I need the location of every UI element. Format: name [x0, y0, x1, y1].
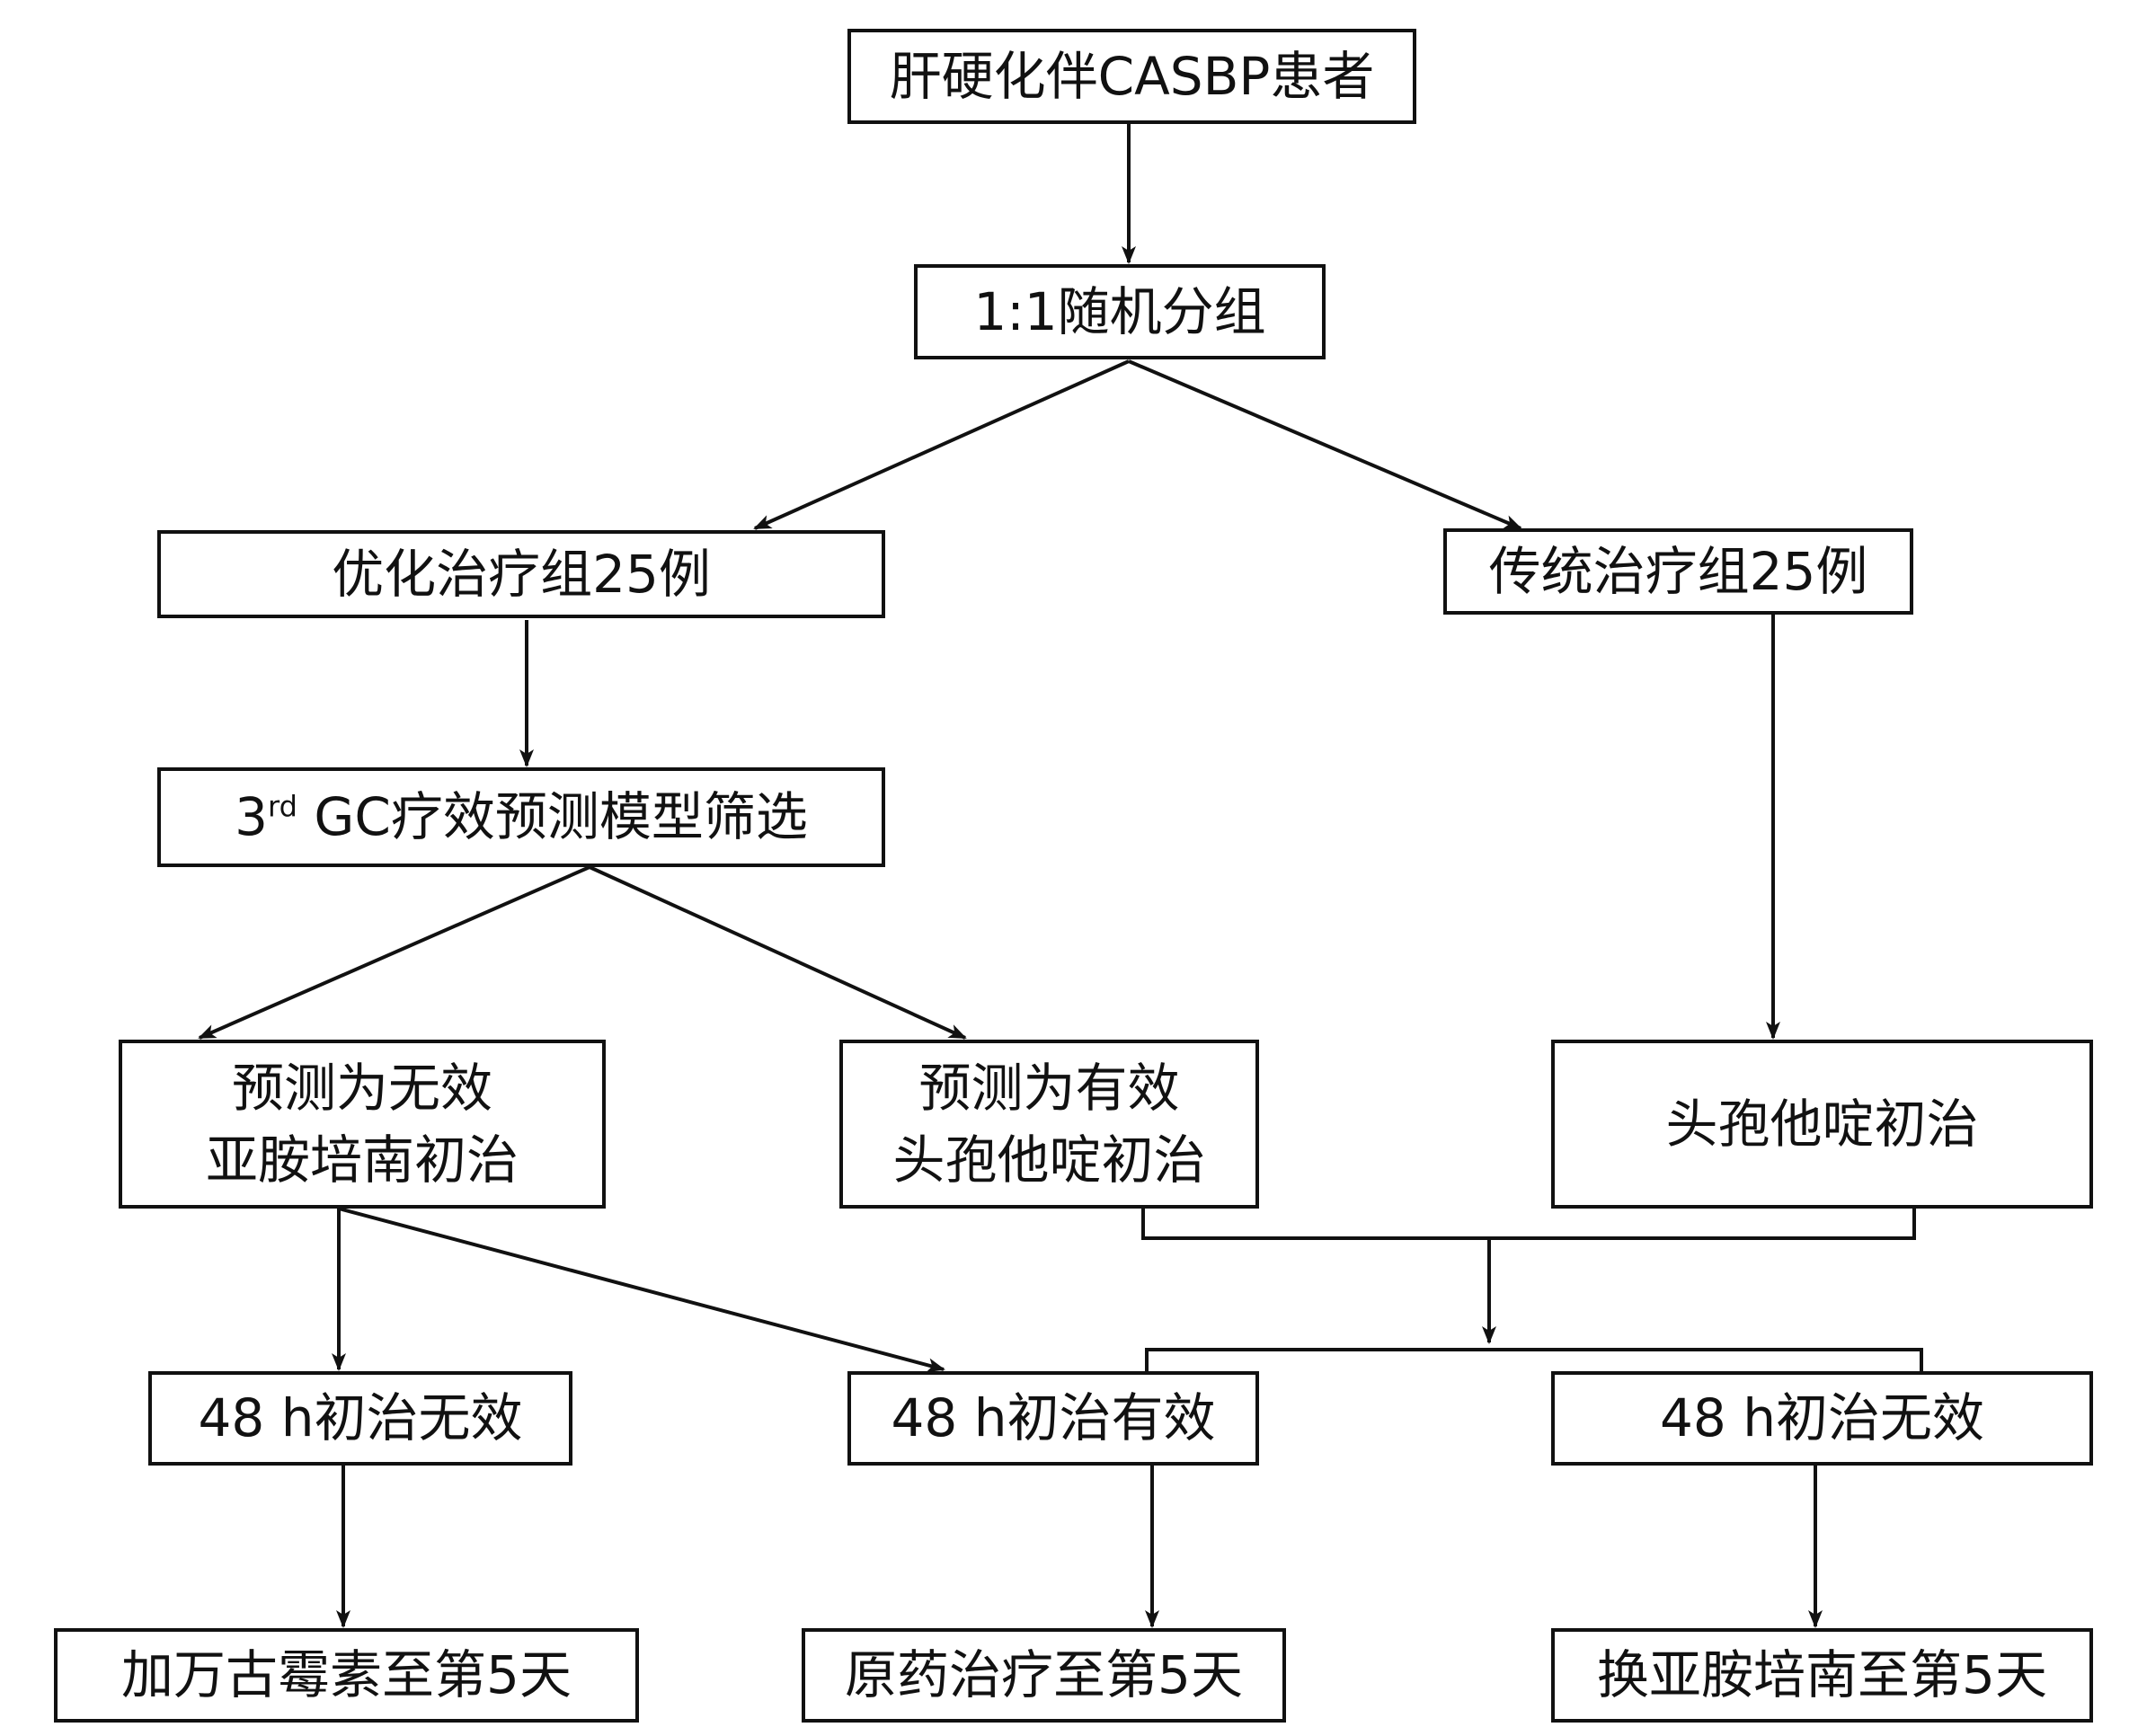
- node-predict-invalid: 预测为无效 亚胺培南初治: [119, 1040, 606, 1209]
- node-randomize: 1:1随机分组: [914, 264, 1326, 359]
- node-outcome-vancomycin: 加万古霉素至第5天: [54, 1628, 639, 1723]
- node-screening-text: 3rd GC疗效预测模型筛选: [235, 786, 808, 848]
- node-predict-valid-line2: 头孢他啶初治: [892, 1129, 1206, 1191]
- node-traditional-group: 传统治疗组25例: [1443, 528, 1913, 615]
- arrow-randomize-to-traditional: [1128, 359, 1522, 530]
- bracket-split-bottom: [1145, 1348, 1923, 1373]
- node-predict-valid: 预测为有效 头孢他啶初治: [839, 1040, 1259, 1209]
- node-optimized-group: 优化治疗组25例: [157, 530, 885, 618]
- arrow-randomize-to-optimized: [753, 359, 1130, 530]
- arrow-invalid-to-success-middle: [338, 1207, 945, 1373]
- node-outcome-original: 原药治疗至第5天: [802, 1628, 1286, 1723]
- node-predict-valid-line1: 预测为有效: [918, 1057, 1180, 1119]
- node-fail-right: 48 h初治无效: [1551, 1371, 2093, 1466]
- node-predict-invalid-line1: 预测为无效: [231, 1057, 492, 1119]
- node-screening: 3rd GC疗效预测模型筛选: [157, 767, 885, 867]
- arrow-screening-to-predict-invalid: [198, 865, 590, 1040]
- node-success-middle: 48 h初治有效: [847, 1371, 1259, 1466]
- bracket-merge-top: [1141, 1209, 1916, 1240]
- node-fail-left: 48 h初治无效: [148, 1371, 572, 1466]
- arrow-screening-to-predict-valid: [589, 865, 967, 1040]
- node-traditional-initial: 头孢他啶初治: [1551, 1040, 2093, 1209]
- node-outcome-switch: 换亚胺培南至第5天: [1551, 1628, 2093, 1723]
- node-predict-invalid-line2: 亚胺培南初治: [205, 1129, 519, 1191]
- node-patients: 肝硬化伴CASBP患者: [847, 29, 1416, 124]
